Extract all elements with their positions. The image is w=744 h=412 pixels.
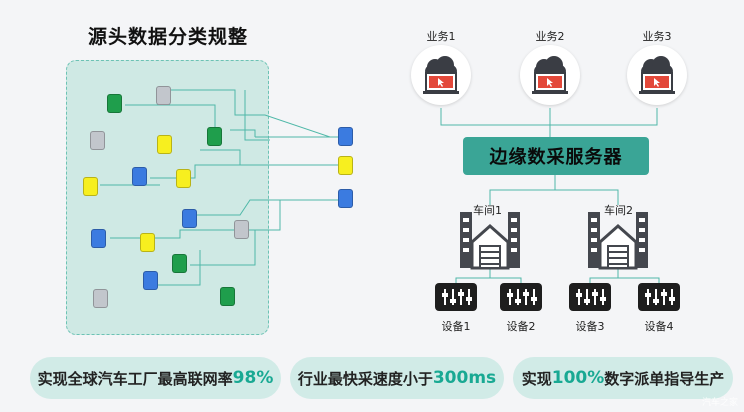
data-block [182, 209, 197, 228]
service-node [411, 45, 471, 105]
data-block [220, 287, 235, 306]
data-block [90, 131, 105, 150]
data-block [107, 94, 122, 113]
connector-line [244, 90, 270, 141]
connector-line [125, 104, 216, 130]
service-node [520, 45, 580, 105]
data-block [156, 86, 171, 105]
stat-text: 数字派单指导生产 [604, 369, 725, 388]
connector-line [489, 175, 556, 205]
data-block [207, 127, 222, 146]
connector-line [230, 129, 256, 137]
data-block [140, 233, 155, 252]
cloud-laptop-icon [532, 56, 568, 94]
service-node [627, 45, 687, 105]
device-label: 设备1 [441, 320, 471, 333]
stat-text: 实现全球汽车工厂最高联网率 [37, 369, 233, 388]
data-block [93, 289, 108, 308]
cloud-laptop-icon [639, 56, 675, 94]
connector-line [490, 277, 522, 283]
sorted-block-blue [338, 127, 353, 146]
page-title: 源头数据分类规整 [88, 26, 249, 48]
watermark: 汽车之家 [701, 398, 738, 408]
sorted-block-yellow [338, 156, 353, 175]
device-label: 设备2 [506, 320, 536, 333]
connector-line [618, 277, 660, 283]
data-block [157, 135, 172, 154]
device-label: 设备3 [575, 320, 605, 333]
device-equalizer-icon [500, 283, 542, 311]
connector-line [255, 200, 281, 231]
factory-icon [588, 212, 648, 270]
service-label: 业务2 [535, 30, 565, 43]
stat-text: 实现 [521, 369, 552, 388]
factory-icon [460, 212, 520, 270]
connector-line [190, 230, 256, 266]
stat-highlight: 98% [232, 368, 274, 388]
connector-line [200, 149, 241, 165]
stat-text: 行业最快采速度小于 [297, 369, 433, 388]
connector-line [589, 268, 619, 283]
sorted-block-blue [338, 189, 353, 208]
data-block [143, 271, 158, 290]
connector-line [455, 268, 491, 283]
data-block [172, 254, 187, 273]
device-label: 设备4 [644, 320, 674, 333]
service-label: 业务3 [642, 30, 672, 43]
data-block [176, 169, 191, 188]
device-equalizer-icon [435, 283, 477, 311]
connector-line [555, 189, 619, 205]
service-label: 业务1 [426, 30, 456, 43]
stat-highlight: 300ms [432, 368, 497, 388]
stat-highlight: 100% [551, 368, 605, 388]
connector-line [195, 199, 340, 216]
workshop-label: 车间2 [604, 204, 633, 217]
data-block [132, 167, 147, 186]
cloud-laptop-icon [423, 56, 459, 94]
data-block [234, 220, 249, 239]
connector-line [440, 108, 658, 126]
data-block [83, 177, 98, 196]
edge-server-box: 边缘数采服务器 [463, 137, 649, 175]
device-equalizer-icon [569, 283, 611, 311]
device-equalizer-icon [638, 283, 680, 311]
data-block [91, 229, 106, 248]
workshop-label: 车间1 [473, 204, 502, 217]
connector-line [150, 250, 201, 286]
